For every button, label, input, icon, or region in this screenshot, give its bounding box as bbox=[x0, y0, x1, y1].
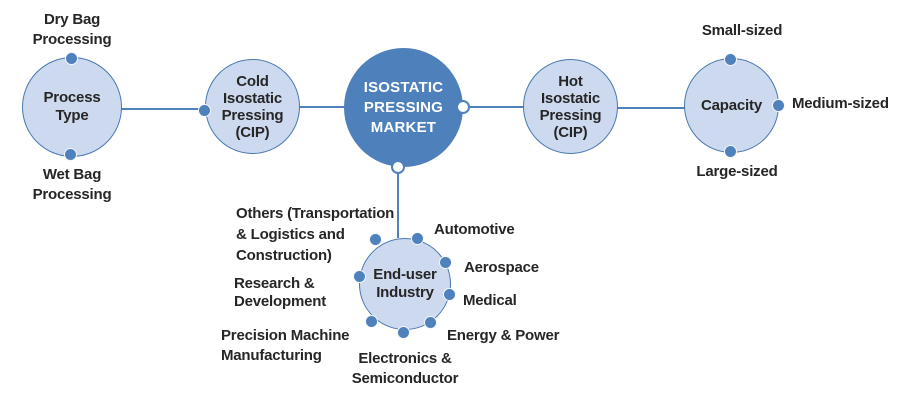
link-market-to-enduser bbox=[397, 167, 399, 238]
dot-capacity-bottom bbox=[724, 145, 737, 158]
node-hot-isostatic-pressing: Hot Isostatic Pressing (CIP) bbox=[523, 59, 618, 154]
label-aerospace: Aerospace bbox=[464, 259, 539, 276]
label-energy-power: Energy & Power bbox=[447, 327, 560, 344]
node-process-type: Process Type bbox=[22, 57, 122, 157]
dot-enduser-aerospace bbox=[439, 256, 452, 269]
label-large-sized: Large-sized bbox=[696, 163, 778, 180]
label-medical: Medical bbox=[463, 292, 517, 309]
link-market-to-hot bbox=[463, 106, 524, 108]
label-research-development: Research & Development bbox=[234, 275, 326, 310]
label-automotive: Automotive bbox=[434, 221, 515, 238]
link-process-to-cold bbox=[120, 108, 206, 110]
node-capacity: Capacity bbox=[684, 58, 779, 153]
node-end-user-industry: End-user Industry bbox=[359, 238, 451, 330]
node-market-label: ISOSTATIC PRESSING MARKET bbox=[363, 78, 444, 136]
label-wet-bag-processing: Wet Bag Processing bbox=[32, 166, 112, 203]
link-cold-to-market bbox=[298, 106, 345, 108]
link-hot-to-capacity bbox=[616, 107, 685, 109]
dot-enduser-precision bbox=[365, 315, 378, 328]
label-medium-sized: Medium-sized bbox=[792, 95, 889, 112]
dot-market-right-hollow bbox=[456, 100, 470, 114]
dot-process-bottom bbox=[64, 148, 77, 161]
dot-enduser-electronics bbox=[397, 326, 410, 339]
node-cold-isostatic-pressing: Cold Isostatic Pressing (CIP) bbox=[205, 59, 300, 154]
label-electronics-semiconductor: Electronics & Semiconductor bbox=[351, 350, 459, 387]
label-small-sized: Small-sized bbox=[701, 22, 783, 39]
dot-capacity-top bbox=[724, 53, 737, 66]
node-end-user-label: End-user Industry bbox=[373, 266, 437, 301]
dot-enduser-medical bbox=[443, 288, 456, 301]
dot-enduser-energy bbox=[424, 316, 437, 329]
dot-market-bottom-hollow bbox=[391, 160, 405, 174]
node-cold-label: Cold Isostatic Pressing (CIP) bbox=[221, 72, 284, 141]
dot-enduser-automotive bbox=[411, 232, 424, 245]
node-hot-label: Hot Isostatic Pressing (CIP) bbox=[539, 72, 602, 141]
node-isostatic-pressing-market: ISOSTATIC PRESSING MARKET bbox=[344, 48, 463, 167]
label-dry-bag-processing: Dry Bag Processing bbox=[32, 11, 112, 48]
node-process-type-label: Process Type bbox=[43, 89, 101, 124]
dot-capacity-right bbox=[772, 99, 785, 112]
label-others-transportation: Others (Transportation & Logistics and C… bbox=[236, 205, 395, 264]
node-capacity-label: Capacity bbox=[701, 96, 762, 114]
dot-enduser-others bbox=[369, 233, 382, 246]
dot-enduser-research bbox=[353, 270, 366, 283]
dot-process-top bbox=[65, 52, 78, 65]
label-precision-machine-manufacturing: Precision Machine Manufacturing bbox=[221, 327, 350, 364]
dot-cold-left bbox=[198, 104, 211, 117]
